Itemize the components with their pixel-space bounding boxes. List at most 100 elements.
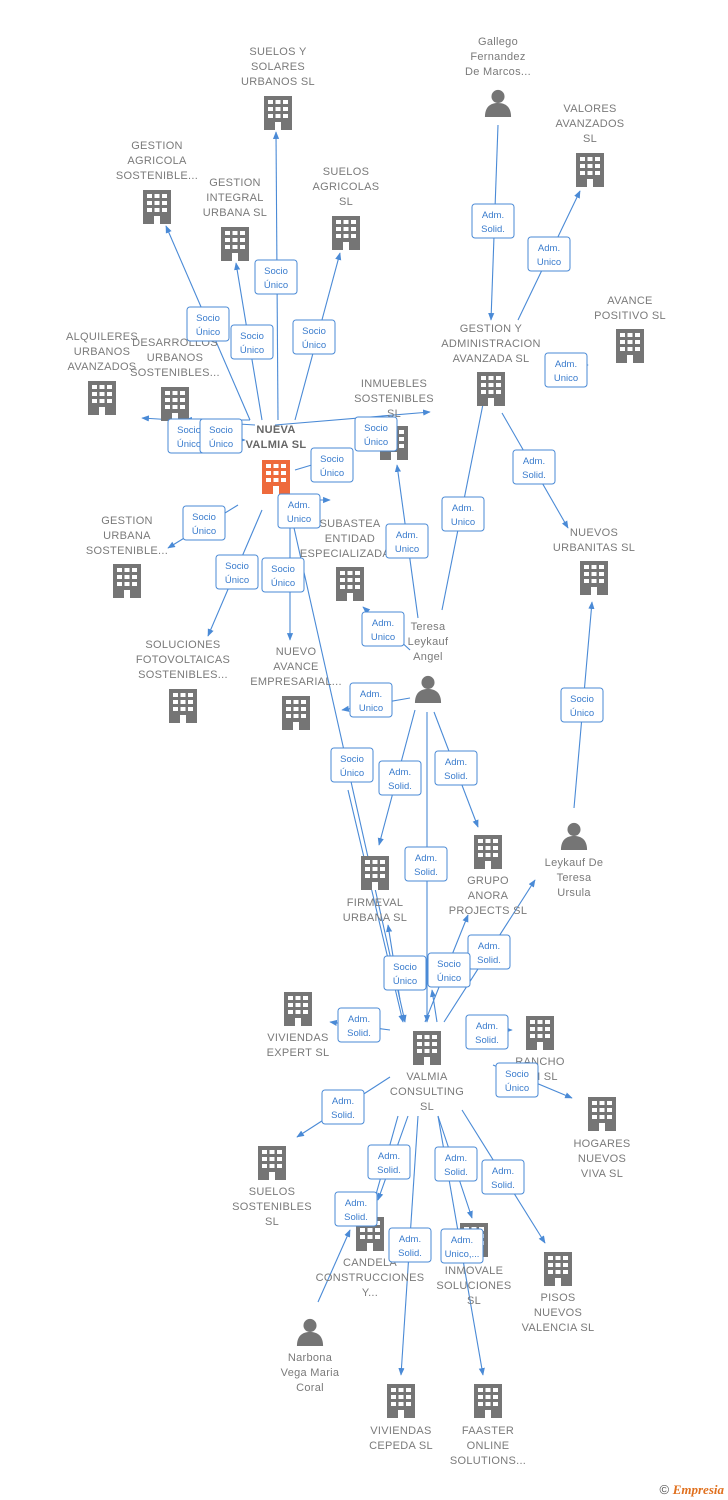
badge-role: Socio bbox=[505, 1069, 529, 1080]
badge-role: Adm. bbox=[345, 1198, 367, 1209]
node-label-line: SOSTENIBLE... bbox=[86, 545, 168, 557]
badge-box bbox=[385, 523, 429, 559]
relation-badge[interactable]: Adm.Solid. bbox=[467, 934, 511, 970]
badge-role: Adm. bbox=[348, 1014, 370, 1025]
relation-badge[interactable]: Adm.Solid. bbox=[471, 203, 515, 239]
relation-badge[interactable]: Adm.Solid. bbox=[512, 449, 556, 485]
relation-badge[interactable]: Adm.Unico bbox=[441, 496, 485, 532]
relation-badge[interactable]: Adm.Solid. bbox=[434, 1146, 478, 1182]
node-label-line: FIRMEVAL bbox=[347, 897, 404, 909]
badge-box bbox=[199, 418, 243, 454]
relation-badge[interactable]: Adm.Solid. bbox=[378, 760, 422, 796]
node-gestion-agricola[interactable]: GESTIONAGRICOLASOSTENIBLE... bbox=[116, 140, 198, 224]
relation-badge[interactable]: Adm.Solid. bbox=[465, 1014, 509, 1050]
badge-box bbox=[215, 554, 259, 590]
node-label-line: INTEGRAL bbox=[206, 192, 263, 204]
badge-role: Socio bbox=[320, 454, 344, 465]
building-icon bbox=[361, 856, 389, 890]
building-icon bbox=[387, 1384, 415, 1418]
node-label-line: Fernandez bbox=[470, 51, 525, 63]
badge-box bbox=[292, 319, 336, 355]
node-label-line: CONSULTING bbox=[390, 1086, 464, 1098]
node-gestion-urbana[interactable]: GESTIONURBANASOSTENIBLE... bbox=[86, 515, 168, 598]
node-label-line: URBANA SL bbox=[203, 207, 267, 219]
badge-kind: Solid. bbox=[388, 781, 412, 792]
node-label-line: CONSTRUCCIONES bbox=[316, 1272, 425, 1284]
relation-badge[interactable]: Adm.Solid. bbox=[337, 1007, 381, 1043]
badge-role: Adm. bbox=[538, 243, 560, 254]
badge-kind: Único bbox=[437, 973, 461, 984]
relation-badge[interactable]: Adm.Unico bbox=[527, 236, 571, 272]
node-label-line: HOGARES bbox=[573, 1138, 630, 1150]
node-desarrollos[interactable]: DESARROLLOSURBANOSSOSTENIBLES... bbox=[130, 337, 220, 421]
node-label-line: Teresa bbox=[411, 621, 446, 633]
relation-badge[interactable]: Adm.Unico bbox=[385, 523, 429, 559]
building-icon bbox=[332, 216, 360, 250]
badge-role: Socio bbox=[570, 694, 594, 705]
node-subastea[interactable]: SUBASTEAENTIDADESPECIALIZADA... bbox=[300, 518, 400, 601]
relation-badge[interactable]: Adm.Unico bbox=[349, 682, 393, 718]
badge-role: Adm. bbox=[399, 1234, 421, 1245]
badge-role: Adm. bbox=[445, 757, 467, 768]
relation-badge[interactable]: Adm.Unico bbox=[361, 611, 405, 647]
brand-logo[interactable]: Empresia bbox=[672, 1482, 724, 1497]
relation-badge[interactable]: Adm.Unico bbox=[544, 352, 588, 388]
building-icon bbox=[413, 1031, 441, 1065]
relation-badge[interactable]: Adm.Unico,... bbox=[440, 1228, 484, 1264]
badge-role: Adm. bbox=[288, 500, 310, 511]
node-nuevo-avance[interactable]: NUEVOAVANCEEMPRESARIAL... bbox=[250, 646, 342, 730]
relation-badge[interactable]: Adm.Solid. bbox=[334, 1191, 378, 1227]
relation-badge[interactable]: Adm.Solid. bbox=[388, 1227, 432, 1263]
node-label-line: GESTION bbox=[131, 140, 183, 152]
relation-badge[interactable]: Adm.Solid. bbox=[404, 846, 448, 882]
node-candela[interactable]: CANDELACONSTRUCCIONESY... bbox=[316, 1217, 425, 1299]
relation-badge[interactable]: Adm.Solid. bbox=[434, 750, 478, 786]
badge-box bbox=[230, 324, 274, 360]
relation-badge[interactable]: Adm.Solid. bbox=[321, 1089, 365, 1125]
node-soluciones-fv[interactable]: SOLUCIONESFOTOVOLTAICASSOSTENIBLES... bbox=[136, 639, 230, 723]
relation-badge[interactable]: Adm.Unico bbox=[277, 493, 321, 529]
node-label-line: INMOVALE bbox=[445, 1265, 503, 1277]
relation-badge[interactable]: Adm.Solid. bbox=[367, 1144, 411, 1180]
badge-role: Socio bbox=[302, 326, 326, 337]
node-faaster[interactable]: FAASTERONLINESOLUTIONS... bbox=[450, 1384, 526, 1467]
relation-badge[interactable]: Adm.Solid. bbox=[481, 1159, 525, 1195]
